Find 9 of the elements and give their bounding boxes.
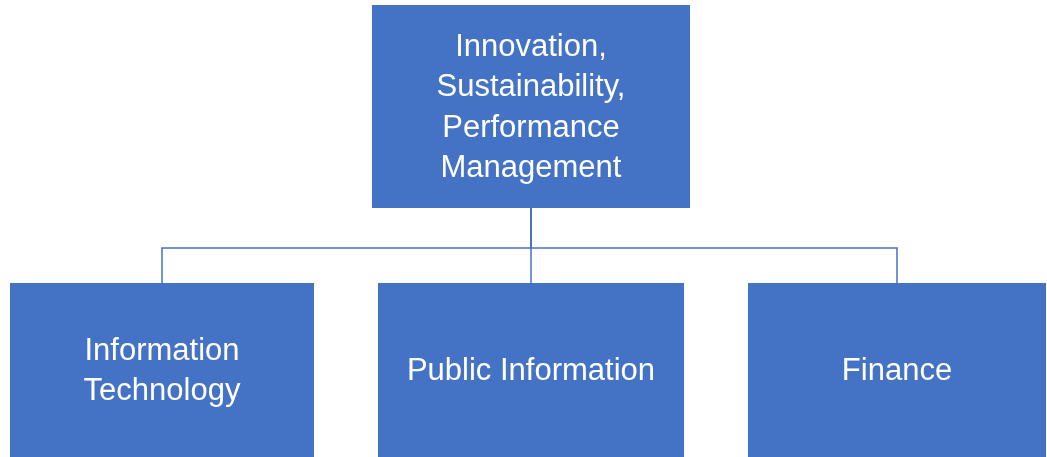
box-label: Innovation, Sustainability, Performance Management (435, 26, 627, 186)
connector-line (530, 207, 898, 284)
org-box (10, 283, 314, 457)
org-box (372, 5, 690, 208)
box-label: Finance (841, 350, 953, 389)
org-box (748, 283, 1046, 457)
org-box (378, 283, 684, 457)
box-label: Information Technology (82, 330, 242, 409)
box-label: Public Information (406, 350, 656, 389)
